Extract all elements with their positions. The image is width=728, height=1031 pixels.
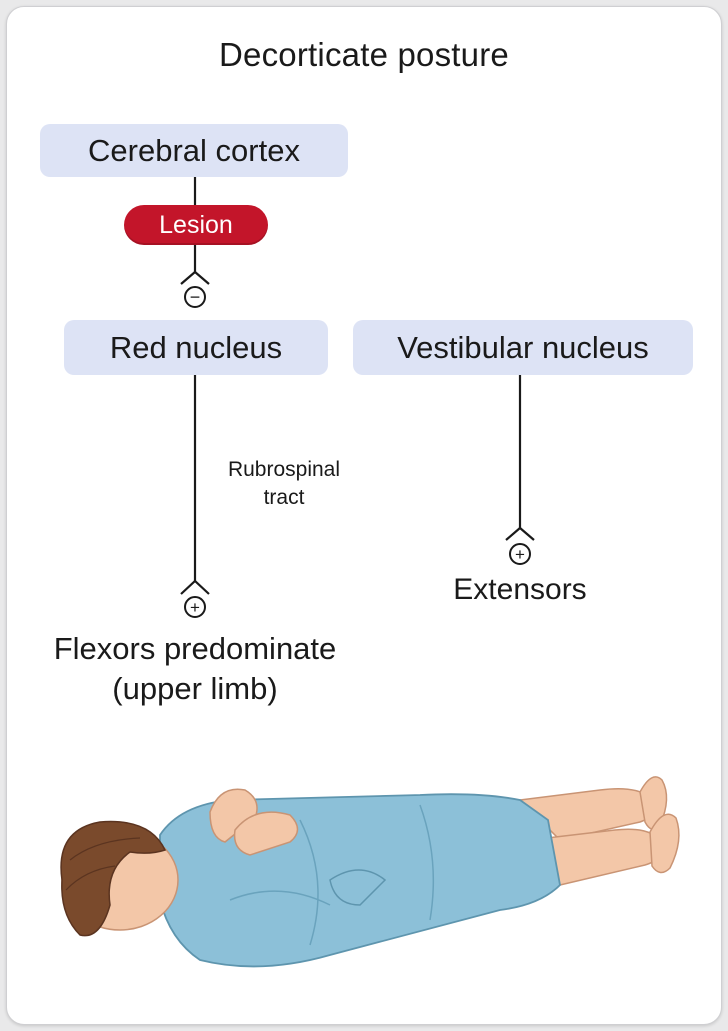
rubrospinal-tract-label: Rubrospinal tract <box>204 456 364 512</box>
inhibitory-synapse-icon <box>184 286 206 308</box>
rubrospinal-label-line2: tract <box>263 486 305 509</box>
rubrospinal-label-line1: Rubrospinal <box>227 458 341 481</box>
lower-foot <box>649 813 680 874</box>
gown-sleeve <box>329 869 387 906</box>
flexor-excitatory-synapse-icon <box>184 596 206 618</box>
hair-strand-2 <box>65 865 116 891</box>
lesion-badge: Lesion <box>124 205 268 245</box>
flexors-label-line2: (upper limb) <box>112 671 278 706</box>
gown-fold-2 <box>419 804 435 921</box>
inhibitory-sign: − <box>190 287 201 307</box>
flexor-synapse-chevron-icon <box>180 579 210 595</box>
extensors-label: Extensors <box>453 573 587 606</box>
flexors-label-line1: Flexors predominate <box>53 631 337 666</box>
diagram-title: Decorticate posture <box>219 36 509 73</box>
flexed-arm-right <box>233 811 299 856</box>
extensor-synapse-chevron-icon <box>505 526 535 541</box>
red-nucleus-node: Red nucleus <box>64 320 328 375</box>
hair-strand-1 <box>69 837 141 861</box>
gown-fold-1 <box>299 819 319 946</box>
extensor-excitatory-synapse-icon <box>509 543 531 565</box>
upper-foot <box>639 776 668 831</box>
synapse-chevron-icon <box>180 270 210 285</box>
gown-fold-3 <box>229 890 331 906</box>
flexed-arm-left <box>209 788 258 843</box>
flexors-label: Flexors predominate (upper limb) <box>20 629 370 709</box>
extensor-excitatory-sign: + <box>515 545 525 564</box>
flexor-excitatory-sign: + <box>190 598 200 617</box>
cerebral-cortex-node: Cerebral cortex <box>40 124 348 177</box>
vestibular-nucleus-node: Vestibular nucleus <box>353 320 693 375</box>
